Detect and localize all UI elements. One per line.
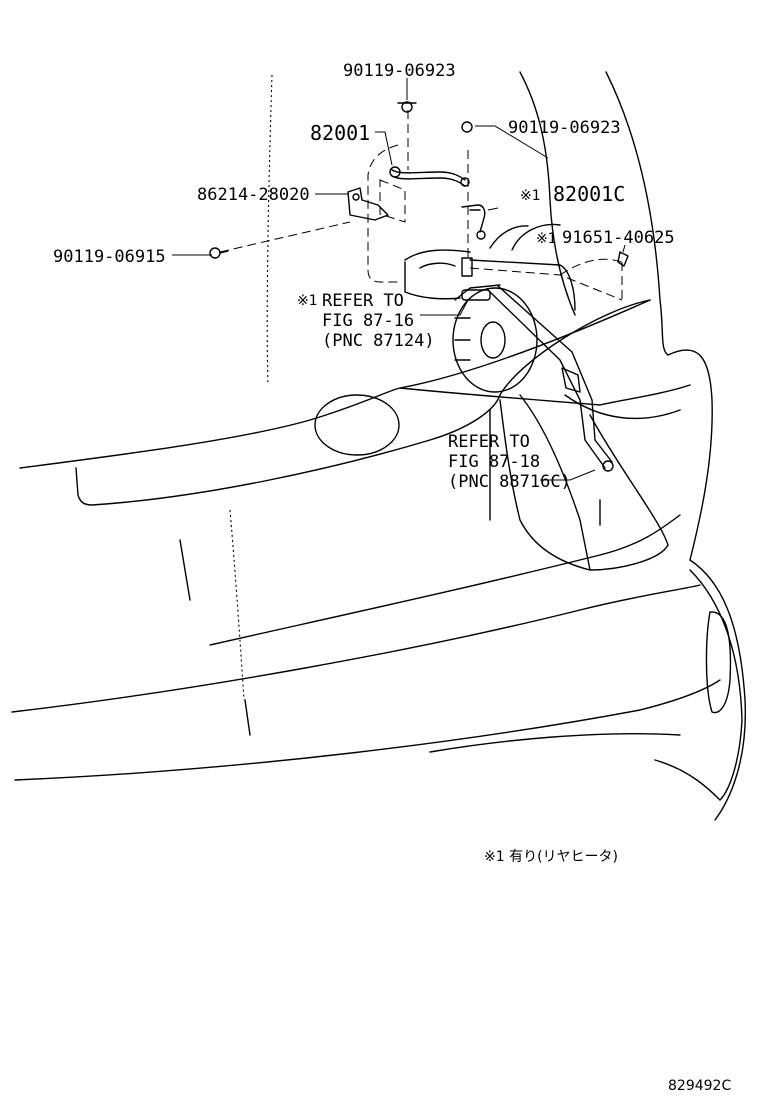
reference-lower-line3: (PNC 88716C) xyxy=(448,472,571,492)
reference-lower-line2: FIG 87-18 xyxy=(448,452,540,472)
rear-heater-unit xyxy=(404,223,614,472)
marker-refer-upper: ※1 xyxy=(297,293,318,309)
bracket-part xyxy=(347,187,389,221)
reference-upper-line2: FIG 87-16 xyxy=(322,311,414,331)
reference-upper-line3: (PNC 87124) xyxy=(322,331,435,351)
reference-upper-line1: REFER TO xyxy=(322,291,404,311)
part-number-clip: 91651-40625 xyxy=(562,228,675,248)
marker-clip: ※1 xyxy=(536,231,557,247)
part-number-screw-left: 90119-06915 xyxy=(53,247,166,267)
wire-harness xyxy=(389,166,470,187)
part-number-screw-top: 90119-06923 xyxy=(343,61,456,81)
mounting-outline xyxy=(219,110,623,301)
reference-lower-line1: REFER TO xyxy=(448,432,530,452)
figure-id: 829492C xyxy=(668,1078,731,1094)
part-number-bracket: 86214-28020 xyxy=(197,185,310,205)
part-number-screw-right: 90119-06923 xyxy=(508,118,621,138)
clip-icon xyxy=(617,251,629,267)
wire-harness-c xyxy=(461,204,486,240)
screw-icon xyxy=(209,247,229,259)
marker-harness-c: ※1 xyxy=(520,188,541,204)
screw-icon xyxy=(461,121,473,133)
vehicle-body-outline xyxy=(11,71,747,821)
leader-lines xyxy=(172,78,626,481)
footnote: ※1 有り(リヤヒータ) xyxy=(484,849,618,865)
part-number-harness: 82001 xyxy=(310,121,370,145)
screw-icon xyxy=(397,101,417,113)
part-number-harness-c: 82001C xyxy=(553,182,625,206)
